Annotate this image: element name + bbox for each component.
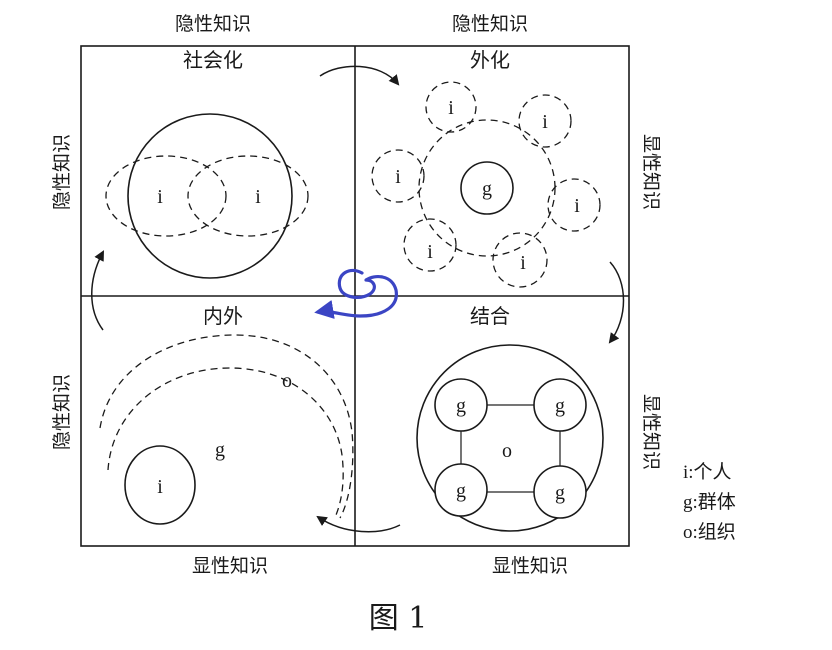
externalization-node-i-2: i [542, 111, 548, 133]
axis-label-top-left: 隐性知识 [175, 13, 251, 35]
quadrant-title-socialization: 社会化 [183, 48, 243, 72]
legend-item-group: g:群体 [683, 491, 736, 513]
externalization-individual-5 [403, 218, 457, 272]
externalization-individual-6 [492, 232, 548, 288]
externalization-individual-4 [547, 178, 601, 232]
arrow-externalization-to-combination [608, 261, 625, 344]
socialization-node-i-1: i [157, 186, 163, 208]
internalization-outer-arc [99, 334, 354, 519]
externalization-node-i-6: i [520, 252, 526, 274]
internalization-group: i g o [99, 334, 354, 525]
externalization-group: g i i i i i i [371, 81, 601, 288]
combination-node-g-2: g [555, 395, 565, 417]
socialization-circle [127, 113, 293, 279]
combination-group: g g g g o [416, 344, 604, 532]
externalization-group-circle [460, 161, 514, 215]
quadrant-title-internalization: 内外 [203, 304, 243, 328]
arrow-socialization-to-externalization [319, 65, 400, 86]
axis-label-left-top: 隐性知识 [51, 134, 73, 210]
axis-label-right-top: 显性知识 [640, 134, 662, 210]
combination-node-g-3: g [456, 480, 466, 502]
arrow-internalization-to-socialization [91, 250, 104, 331]
axis-label-right-bottom: 显性知识 [640, 394, 662, 470]
figure-caption: 图 1 [369, 601, 428, 636]
legend-item-organization: o:组织 [683, 521, 736, 543]
combination-group-circle-1 [434, 378, 488, 432]
externalization-node-i-3: i [395, 166, 401, 188]
socialization-individual-right [187, 155, 309, 237]
legend: i:个人 g:群体 o:组织 [683, 461, 736, 543]
internalization-node-g: g [215, 439, 225, 461]
externalization-node-i-1: i [448, 97, 454, 119]
internalization-node-i: i [157, 476, 163, 498]
socialization-node-i-2: i [255, 186, 261, 208]
legend-item-individual: i:个人 [683, 461, 732, 483]
axis-label-bottom-right: 显性知识 [492, 555, 568, 577]
arrow-combination-to-internalization [316, 515, 401, 533]
quadrant-title-externalization: 外化 [470, 48, 510, 72]
externalization-individual-1 [425, 81, 477, 133]
combination-node-o: o [502, 440, 512, 462]
axis-label-bottom-left: 显性知识 [192, 555, 268, 577]
internalization-individual-circle [124, 445, 196, 525]
combination-link-square [460, 404, 561, 493]
internalization-inner-arc [107, 367, 344, 516]
combination-organization-circle [416, 344, 604, 532]
externalization-individual-2 [518, 94, 572, 148]
externalization-node-g: g [482, 178, 492, 200]
axis-label-top-right: 隐性知识 [452, 13, 528, 35]
socialization-group: i i [105, 113, 309, 279]
combination-group-circle-4 [533, 465, 587, 519]
externalization-node-i-5: i [427, 241, 433, 263]
axis-label-left-bottom: 隐性知识 [51, 374, 73, 450]
quadrant-title-combination: 结合 [470, 304, 510, 328]
combination-group-circle-3 [434, 463, 488, 517]
combination-node-g-4: g [555, 482, 565, 504]
blue-spiral-annotation [314, 268, 398, 319]
externalization-node-i-4: i [574, 195, 580, 217]
socialization-individual-left [105, 155, 227, 237]
combination-node-g-1: g [456, 395, 466, 417]
externalization-individual-3 [371, 149, 425, 203]
combination-group-circle-2 [533, 378, 587, 432]
internalization-node-o: o [282, 370, 292, 392]
